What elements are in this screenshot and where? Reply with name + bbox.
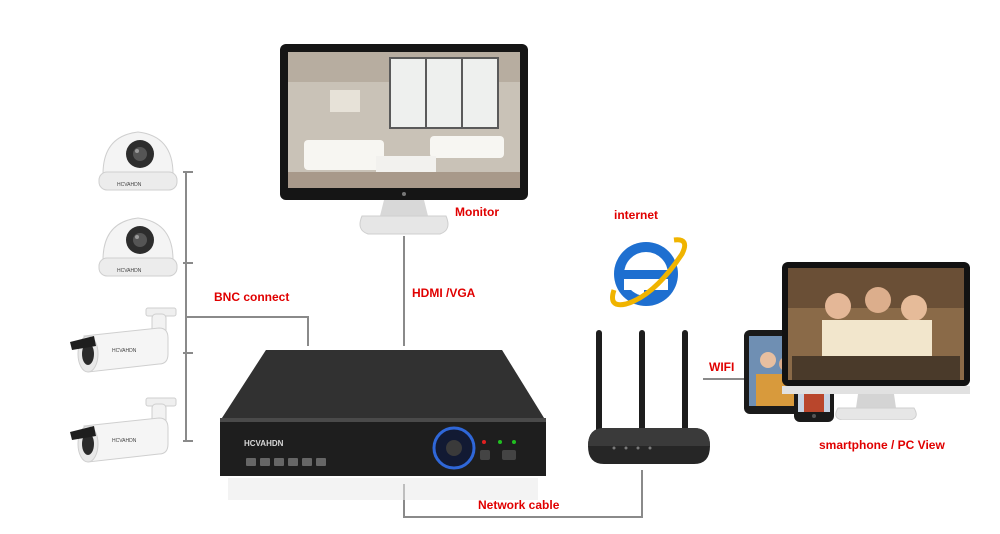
monitor-icon: [280, 44, 528, 235]
camera-brand-1: HCVAHDN: [117, 182, 142, 188]
hdmi-line: [403, 236, 405, 346]
dome-camera-1: HCVAHDN: [98, 131, 178, 191]
network-line-right: [641, 470, 643, 518]
dome-camera-2: HCVAHDN: [98, 217, 178, 277]
camera-tick-3: [183, 352, 193, 354]
label-monitor: Monitor: [455, 205, 499, 219]
network-line-left: [403, 484, 405, 518]
camera-bus-line: [185, 171, 187, 441]
label-hdmi-vga: HDMI /VGA: [412, 286, 476, 300]
bnc-vertical-line: [307, 316, 309, 346]
camera-brand-2: HCVAHDN: [117, 268, 142, 274]
pc-icon: [782, 262, 970, 420]
internet-explorer-icon: [610, 237, 688, 308]
label-wifi: WIFI: [709, 360, 735, 374]
bullet-camera-2: HCVAHDN: [70, 397, 177, 463]
router-icon: [588, 330, 710, 464]
dvr-icon: HCVAHDN: [220, 350, 546, 500]
network-line-bottom: [403, 516, 643, 518]
bnc-horizontal-line: [185, 316, 309, 318]
dvr-brand: HCVAHDN: [244, 439, 284, 448]
wifi-line: [703, 378, 747, 380]
bullet-camera-1: HCVAHDN: [70, 307, 177, 373]
label-network-cable: Network cable: [478, 498, 560, 512]
camera-tick-4: [183, 440, 193, 442]
camera-brand-3: HCVAHDN: [112, 348, 137, 354]
label-internet: internet: [614, 208, 659, 222]
label-smartphone-pc-view: smartphone / PC View: [819, 438, 945, 452]
label-bnc-connect: BNC connect: [214, 290, 290, 304]
camera-brand-4: HCVAHDN: [112, 438, 137, 444]
camera-tick-2: [183, 262, 193, 264]
camera-tick-1: [183, 171, 193, 173]
